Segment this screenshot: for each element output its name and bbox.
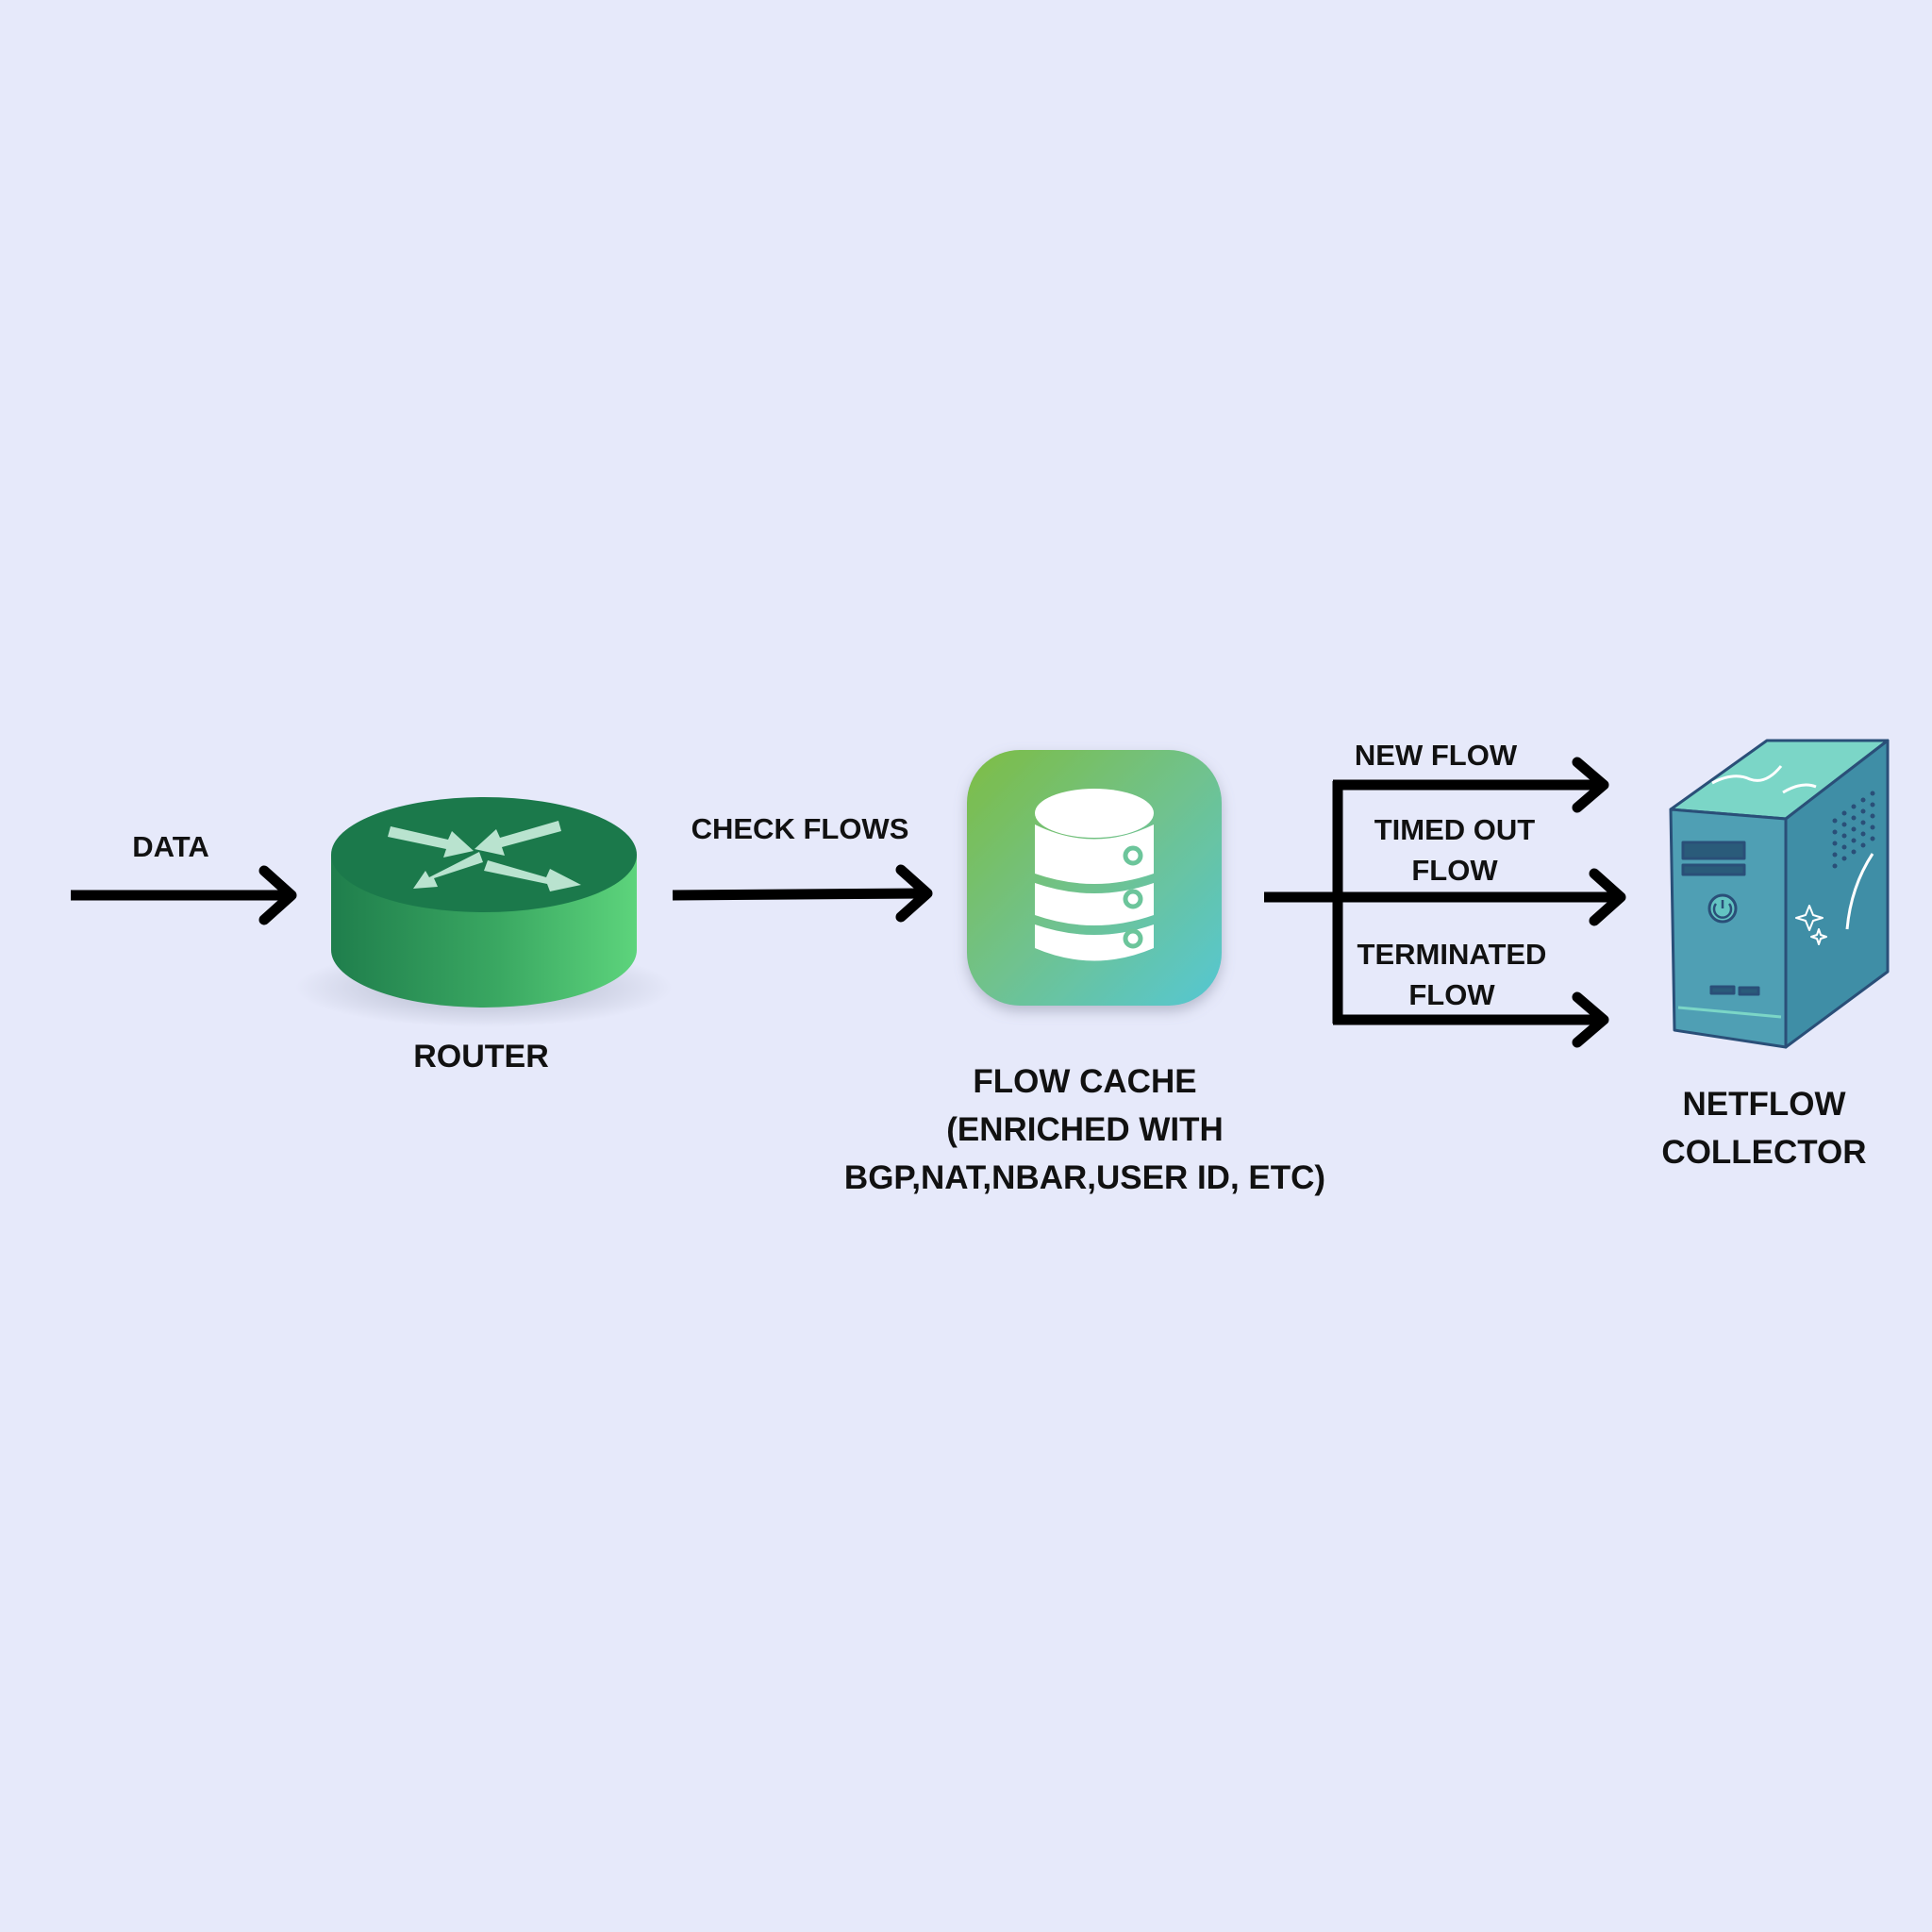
check-flows-label: CHECK FLOWS xyxy=(691,812,909,845)
server-tower-icon xyxy=(1669,739,1890,1049)
flow-cache-label-line-1: FLOW CACHE xyxy=(973,1063,1197,1100)
terminated-flow-label-line-2: FLOW xyxy=(1408,978,1495,1012)
data-label: DATA xyxy=(132,830,209,863)
flow-cache-label: FLOW CACHE (ENRICHED WITH BGP,NAT,NBAR,U… xyxy=(811,1058,1358,1202)
router-icon xyxy=(295,797,673,1027)
branch-arrows xyxy=(1264,757,1626,1048)
check-flows-arrow xyxy=(672,864,933,923)
router-label: ROUTER xyxy=(413,1039,549,1074)
netflow-collector-label-line-1: NETFLOW xyxy=(1682,1086,1846,1123)
timed-out-flow-label-line-1: TIMED OUT xyxy=(1374,813,1536,846)
netflow-collector-label: NETFLOW COLLECTOR xyxy=(1632,1081,1896,1177)
new-flow-label: NEW FLOW xyxy=(1354,739,1518,772)
flow-cache-label-line-3: BGP,NAT,NBAR,USER ID, ETC) xyxy=(843,1158,1326,1196)
flow-cache-label-line-2: (ENRICHED WITH xyxy=(946,1110,1224,1148)
timed-out-flow-label-line-2: FLOW xyxy=(1411,854,1498,888)
terminated-flow-label-line-1: TERMINATED xyxy=(1357,938,1547,971)
database-icon xyxy=(967,750,1222,1006)
terminated-flow-label: TERMINATED FLOW xyxy=(1340,934,1564,1016)
timed-out-flow-label: TIMED OUT FLOW xyxy=(1340,809,1570,891)
netflow-collector-label-line-2: COLLECTOR xyxy=(1661,1133,1867,1171)
data-arrow xyxy=(71,865,297,925)
